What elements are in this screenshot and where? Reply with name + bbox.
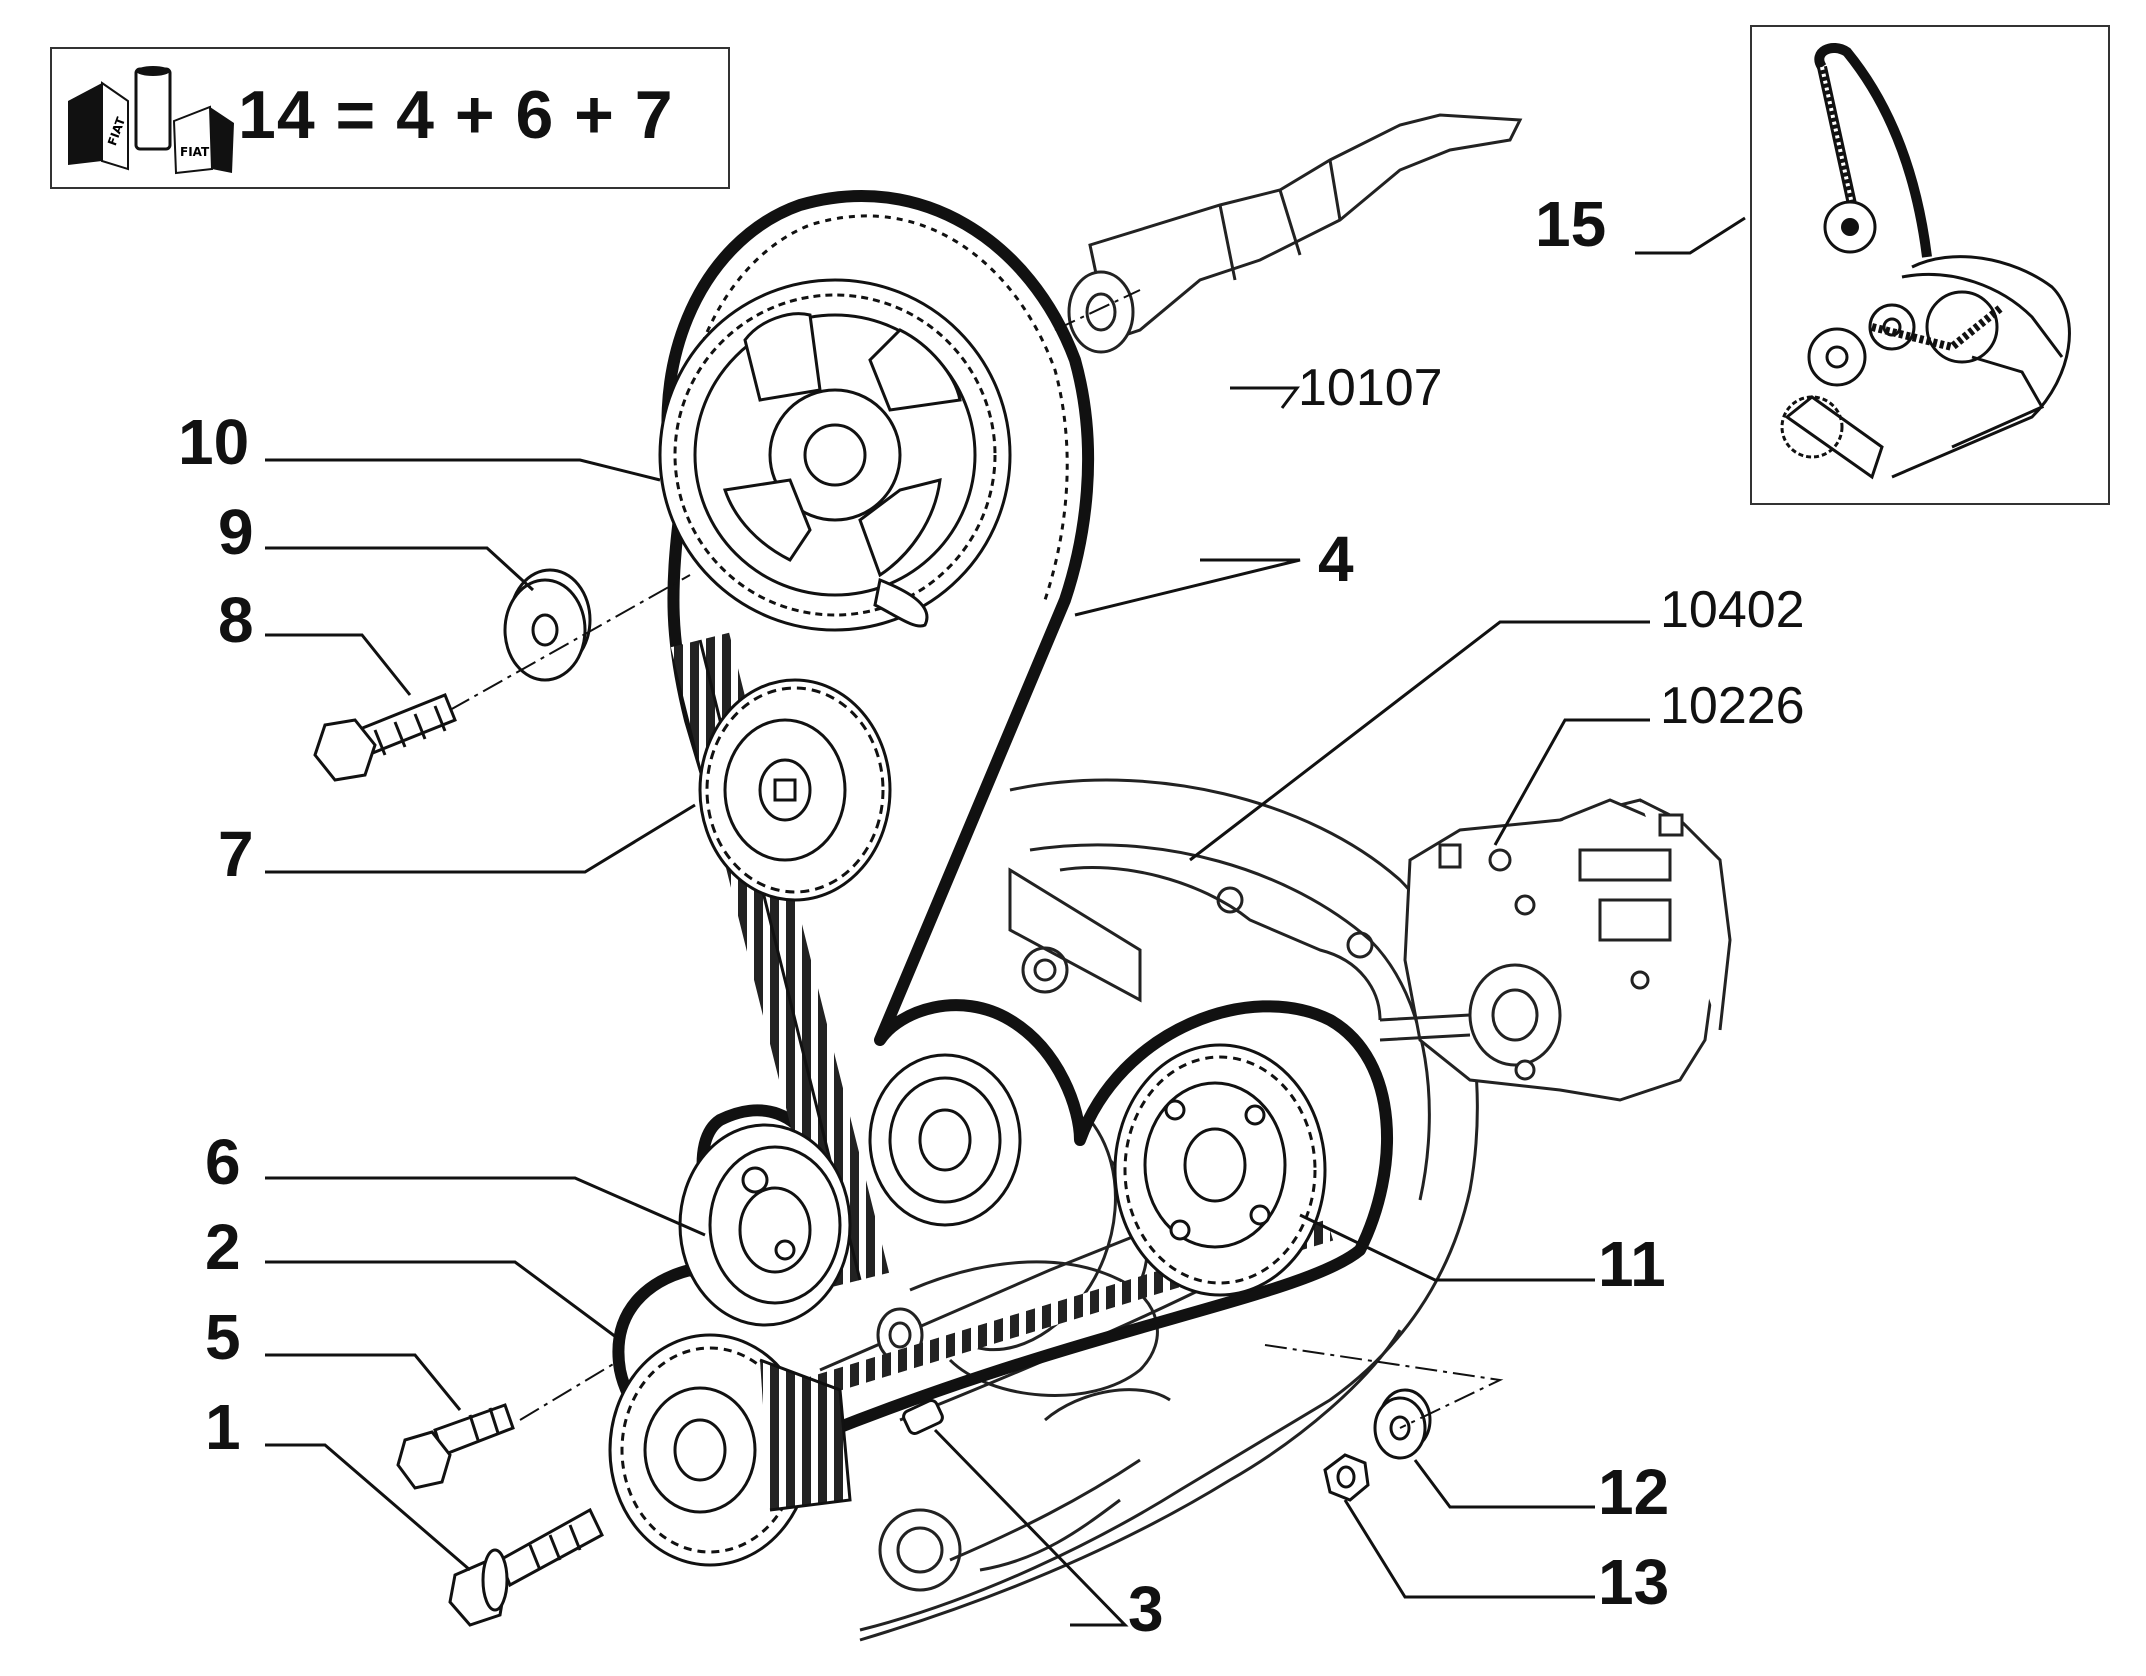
washer-pump [1373,1388,1432,1460]
callout-15: 15 [1535,188,1607,260]
reference-10107: 10107 [1298,359,1443,417]
reference-10402: 10402 [1660,581,1805,639]
svg-text:FIAT: FIAT [180,145,210,159]
callout-2: 2 [205,1211,241,1283]
callout-13: 13 [1598,1546,1670,1618]
callout-11: 11 [1598,1228,1666,1300]
callout-7: 7 [218,818,254,890]
center-lines [449,289,1504,1429]
callout-9: 9 [218,496,254,568]
leader-lines [265,216,1746,1627]
callout-5: 5 [205,1301,241,1373]
callout-12: 12 [1598,1456,1670,1528]
nut-pump [1323,1453,1370,1502]
assembly-inset [1750,25,2110,505]
idler-pulley [698,678,892,902]
callout-4: 4 [1318,523,1354,595]
dowel-pin [902,1398,944,1436]
tensioner-pulley [868,1053,1022,1227]
callout-10: 10 [178,406,250,478]
reference-10226: 10226 [1660,677,1805,735]
crankshaft-sprocket [608,1333,852,1567]
belt-tensioner [678,1123,852,1327]
fiat-parts-kit-icon: FIAT FIAT [68,66,234,175]
injection-pump-sprocket [1113,1043,1327,1297]
callout-1: 1 [205,1391,241,1463]
callout-8: 8 [218,584,254,656]
bolt-crankshaft [448,1507,604,1627]
bolt-tensioner [396,1403,515,1490]
bolt-idler [313,693,457,782]
washer [503,568,592,682]
inset-belt-drive-thumbnail [1780,43,2071,480]
kit-formula: 14 = 4 + 6 + 7 [238,77,674,153]
camshaft-pulley [658,278,1012,632]
kit-formula-box: FIAT FIAT 14 = 4 + 6 + 7 [50,47,730,189]
callout-6: 6 [205,1126,241,1198]
callout-3: 3 [1128,1573,1164,1645]
camshaft [1067,113,1523,354]
high-pressure-pump [1379,798,1732,1102]
